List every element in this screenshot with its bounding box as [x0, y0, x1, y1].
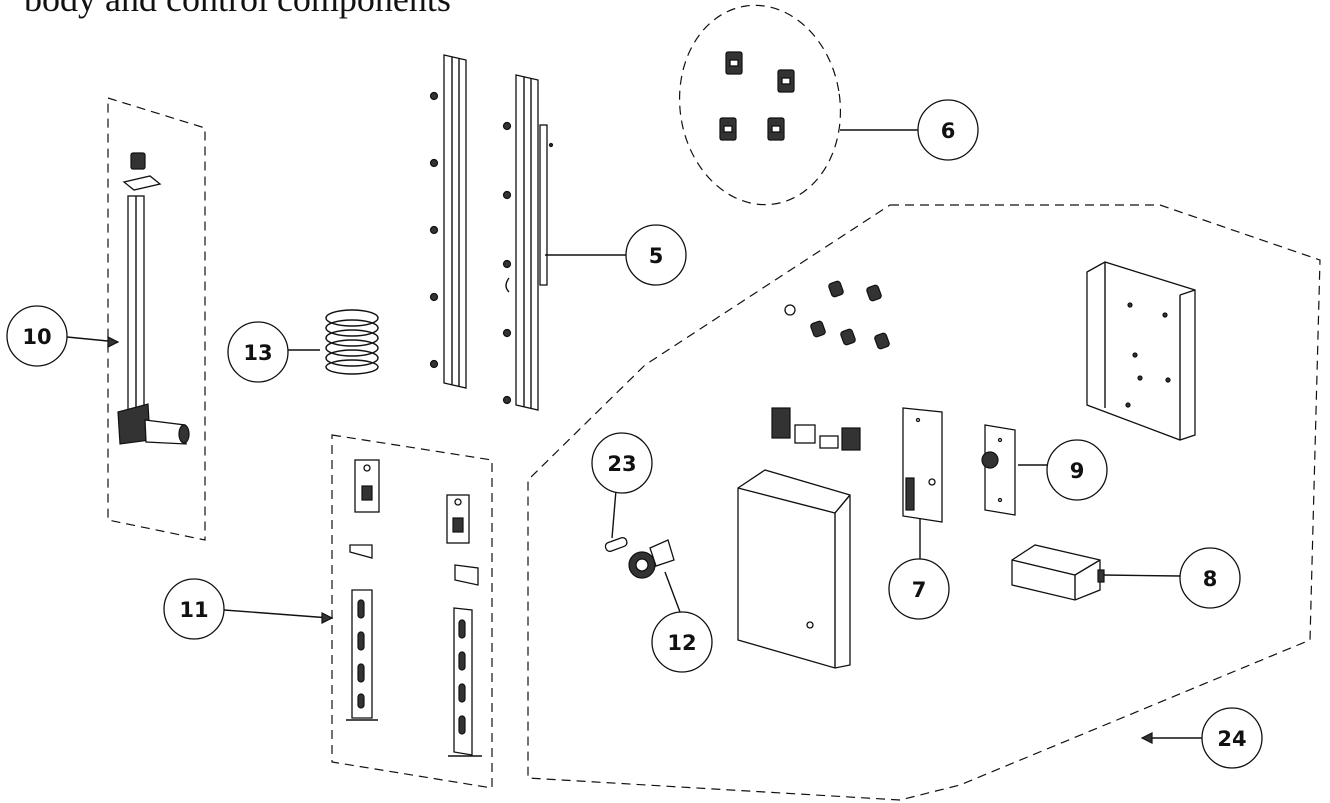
callout-6-label: 6: [941, 119, 956, 143]
part-7-circuit-board: [902, 407, 943, 523]
callout-9: 9: [1046, 439, 1108, 501]
control-box: [737, 469, 851, 669]
callout-23-label: 23: [607, 452, 636, 476]
callout-12-label: 12: [667, 631, 696, 655]
callout-9-label: 9: [1070, 459, 1085, 483]
callout-5-label: 5: [649, 244, 664, 268]
actuator-bracket: [122, 175, 162, 191]
part-5-rail-right: [502, 74, 554, 411]
group-24-boundary: [527, 204, 1321, 801]
callout-8: 8: [1179, 547, 1241, 609]
callout-10-label: 10: [22, 325, 51, 349]
actuator-motor: [144, 419, 187, 445]
group-10-boundary: [107, 97, 206, 541]
part-8-cover: [1011, 544, 1105, 601]
callout-24-label: 24: [1217, 727, 1246, 751]
part-13-spring: [325, 309, 379, 375]
part-11-brackets: [346, 459, 482, 757]
callout-12: 12: [651, 611, 713, 673]
part-9-board: [981, 424, 1016, 516]
callout-5: 5: [625, 224, 687, 286]
leader-lines: [66, 129, 1202, 744]
actuator-cap: [130, 152, 146, 170]
mounting-plate: [1086, 261, 1196, 441]
callout-13-label: 13: [243, 341, 272, 365]
callout-7-label: 7: [912, 578, 927, 602]
part-12-key-switch: [628, 539, 675, 579]
callout-6: 6: [917, 99, 979, 161]
group-11-boundary: [331, 434, 493, 789]
group-6-boundary: [678, 4, 842, 206]
part-5-rail-left: [429, 54, 467, 389]
callout-8-label: 8: [1203, 567, 1218, 591]
callout-24: 24: [1201, 707, 1263, 769]
callout-11: 11: [163, 578, 225, 640]
part-23-fuse: [604, 536, 628, 552]
page-title: body and control components: [24, 0, 451, 20]
callout-11-label: 11: [179, 598, 208, 622]
fasteners: [784, 280, 890, 350]
callout-10: 10: [6, 305, 68, 367]
part-6-clips: [719, 51, 795, 141]
callout-7: 7: [888, 558, 950, 620]
part-10-actuator: [117, 152, 190, 445]
callout-23: 23: [591, 432, 653, 494]
connectors: [771, 407, 861, 451]
callout-13: 13: [227, 321, 289, 383]
